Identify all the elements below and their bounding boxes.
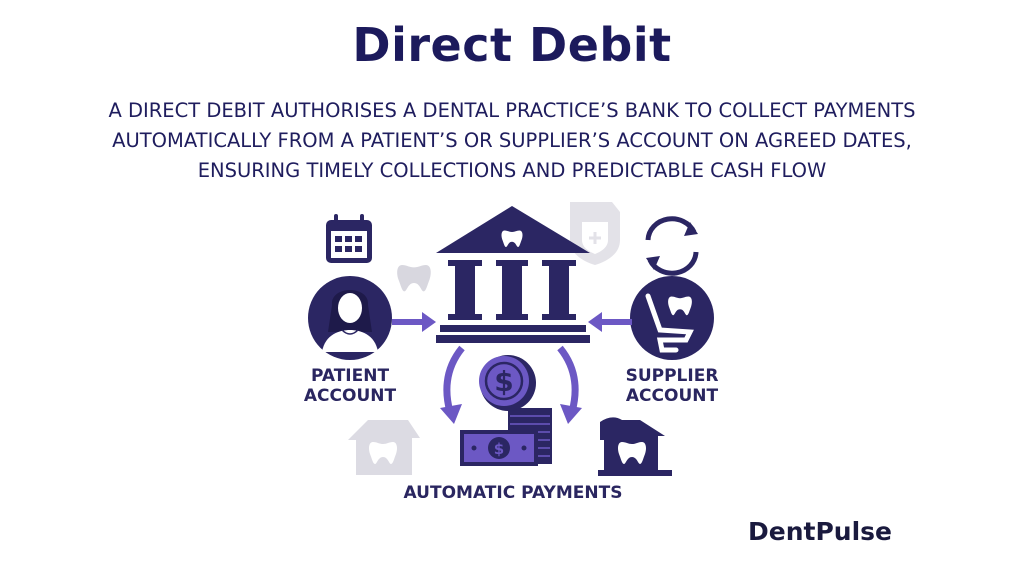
supplier-label-line1: SUPPLIER: [626, 366, 719, 386]
patient-label-line2: ACCOUNT: [304, 386, 397, 406]
description-line: ENSURING TIMELY COLLECTIONS AND PREDICTA…: [197, 159, 827, 182]
payments-label: AUTOMATIC PAYMENTS: [404, 483, 623, 503]
shield-plus-icon: [570, 202, 620, 265]
dentpulse-logo: DentPulse: [748, 517, 892, 546]
description: A DIRECT DEBIT AUTHORISES A DENTAL PRACT…: [40, 96, 984, 186]
dental-chair-icon: [630, 276, 714, 360]
logo-text: DentPulse: [748, 517, 892, 546]
arrow-bank-to-payments-right: [557, 345, 582, 424]
svg-text:$: $: [494, 440, 504, 458]
arrow-bank-to-payments-left: [440, 345, 465, 424]
svg-text:$: $: [494, 365, 513, 398]
woman-avatar-icon: [308, 276, 392, 360]
tooth-icon: [397, 265, 431, 292]
arrow-patient-to-bank: [392, 312, 436, 332]
coins-and-cash-icon: $ $: [460, 355, 552, 466]
calendar-icon: [326, 214, 372, 263]
page-title: Direct Debit: [352, 18, 672, 72]
dental-clinic-icon: [348, 420, 420, 475]
patient-label-line1: PATIENT: [311, 366, 389, 386]
sync-icon: [645, 216, 699, 276]
arrow-supplier-to-bank: [588, 312, 632, 332]
bank-with-tooth-icon: [436, 206, 590, 343]
description-line: AUTOMATICALLY FROM A PATIENT’S OR SUPPLI…: [112, 129, 912, 152]
description-line: A DIRECT DEBIT AUTHORISES A DENTAL PRACT…: [108, 99, 916, 122]
supplier-label-line2: ACCOUNT: [626, 386, 719, 406]
dental-clinic-icon: [598, 417, 672, 476]
